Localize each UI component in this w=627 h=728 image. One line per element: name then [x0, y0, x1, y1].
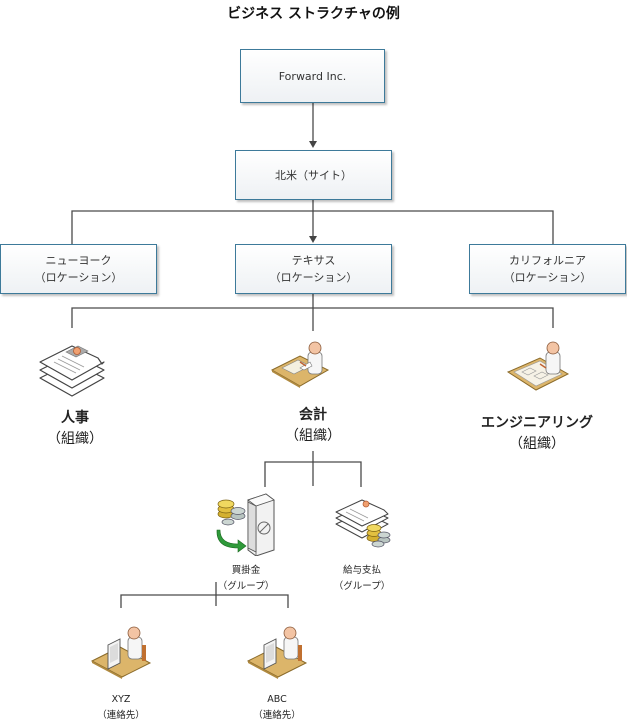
location-node-california[interactable]: カリフォルニア （ロケーション）: [469, 244, 626, 294]
location-type: （ロケーション）: [503, 271, 592, 284]
company-label: Forward Inc.: [278, 69, 347, 83]
diagram-title: ビジネス ストラクチャの例: [227, 6, 400, 22]
company-node[interactable]: Forward Inc.: [240, 49, 385, 103]
location-type: （ロケーション）: [269, 271, 358, 284]
person-at-computer-icon[interactable]: [246, 625, 308, 679]
person-at-desk-icon[interactable]: [270, 340, 330, 388]
connector-locations-bus: [71, 210, 554, 244]
contact-type: （連絡先）: [97, 710, 145, 721]
org-type: （組織）: [47, 431, 103, 447]
arrowhead-region: [309, 141, 317, 148]
documents-coins-icon[interactable]: [334, 494, 392, 548]
group-type: （グループ）: [333, 581, 391, 592]
group-label-ap: 買掛金 （グループ）: [196, 563, 296, 595]
location-name: ニューヨーク: [45, 254, 112, 267]
connector-contacts-bus: [120, 594, 289, 608]
coins-safe-icon[interactable]: [214, 492, 280, 556]
org-label-accounting: 会計 （組織）: [238, 405, 388, 447]
location-node-new-york[interactable]: ニューヨーク （ロケーション）: [0, 244, 157, 294]
org-label-engineering: エンジニアリング （組織）: [462, 413, 612, 455]
contact-label-abc: ABC （連絡先）: [227, 692, 327, 724]
person-at-computer-icon[interactable]: [90, 625, 152, 679]
org-type: （組織）: [285, 428, 341, 444]
location-type: （ロケーション）: [34, 271, 123, 284]
location-node-texas[interactable]: テキサス （ロケーション）: [235, 244, 392, 294]
org-name: エンジニアリング: [481, 415, 593, 431]
contact-label-xyz: XYZ （連絡先）: [71, 692, 171, 724]
location-name: カリフォルニア: [509, 254, 586, 267]
group-name: 買掛金: [231, 565, 261, 576]
contact-type: （連絡先）: [253, 710, 301, 721]
location-name: テキサス: [291, 254, 336, 267]
region-label: 北米（サイト）: [275, 168, 352, 182]
org-name: 人事: [61, 410, 89, 426]
org-type: （組織）: [509, 436, 565, 452]
group-type: （グループ）: [217, 581, 275, 592]
documents-pin-icon[interactable]: [36, 340, 108, 400]
contact-name: ABC: [267, 694, 287, 705]
connector-orgs-bus: [71, 307, 554, 328]
contact-name: XYZ: [111, 694, 131, 705]
group-name: 給与支払: [342, 565, 381, 576]
org-label-hr: 人事 （組織）: [0, 408, 150, 450]
arrowhead-texas: [309, 236, 317, 243]
group-label-payroll: 給与支払 （グループ）: [312, 563, 412, 595]
org-name: 会計: [299, 407, 327, 423]
connector-groups-bus: [264, 461, 362, 487]
engineer-at-drafting-table-icon[interactable]: [506, 340, 570, 392]
region-node[interactable]: 北米（サイト）: [235, 150, 392, 200]
